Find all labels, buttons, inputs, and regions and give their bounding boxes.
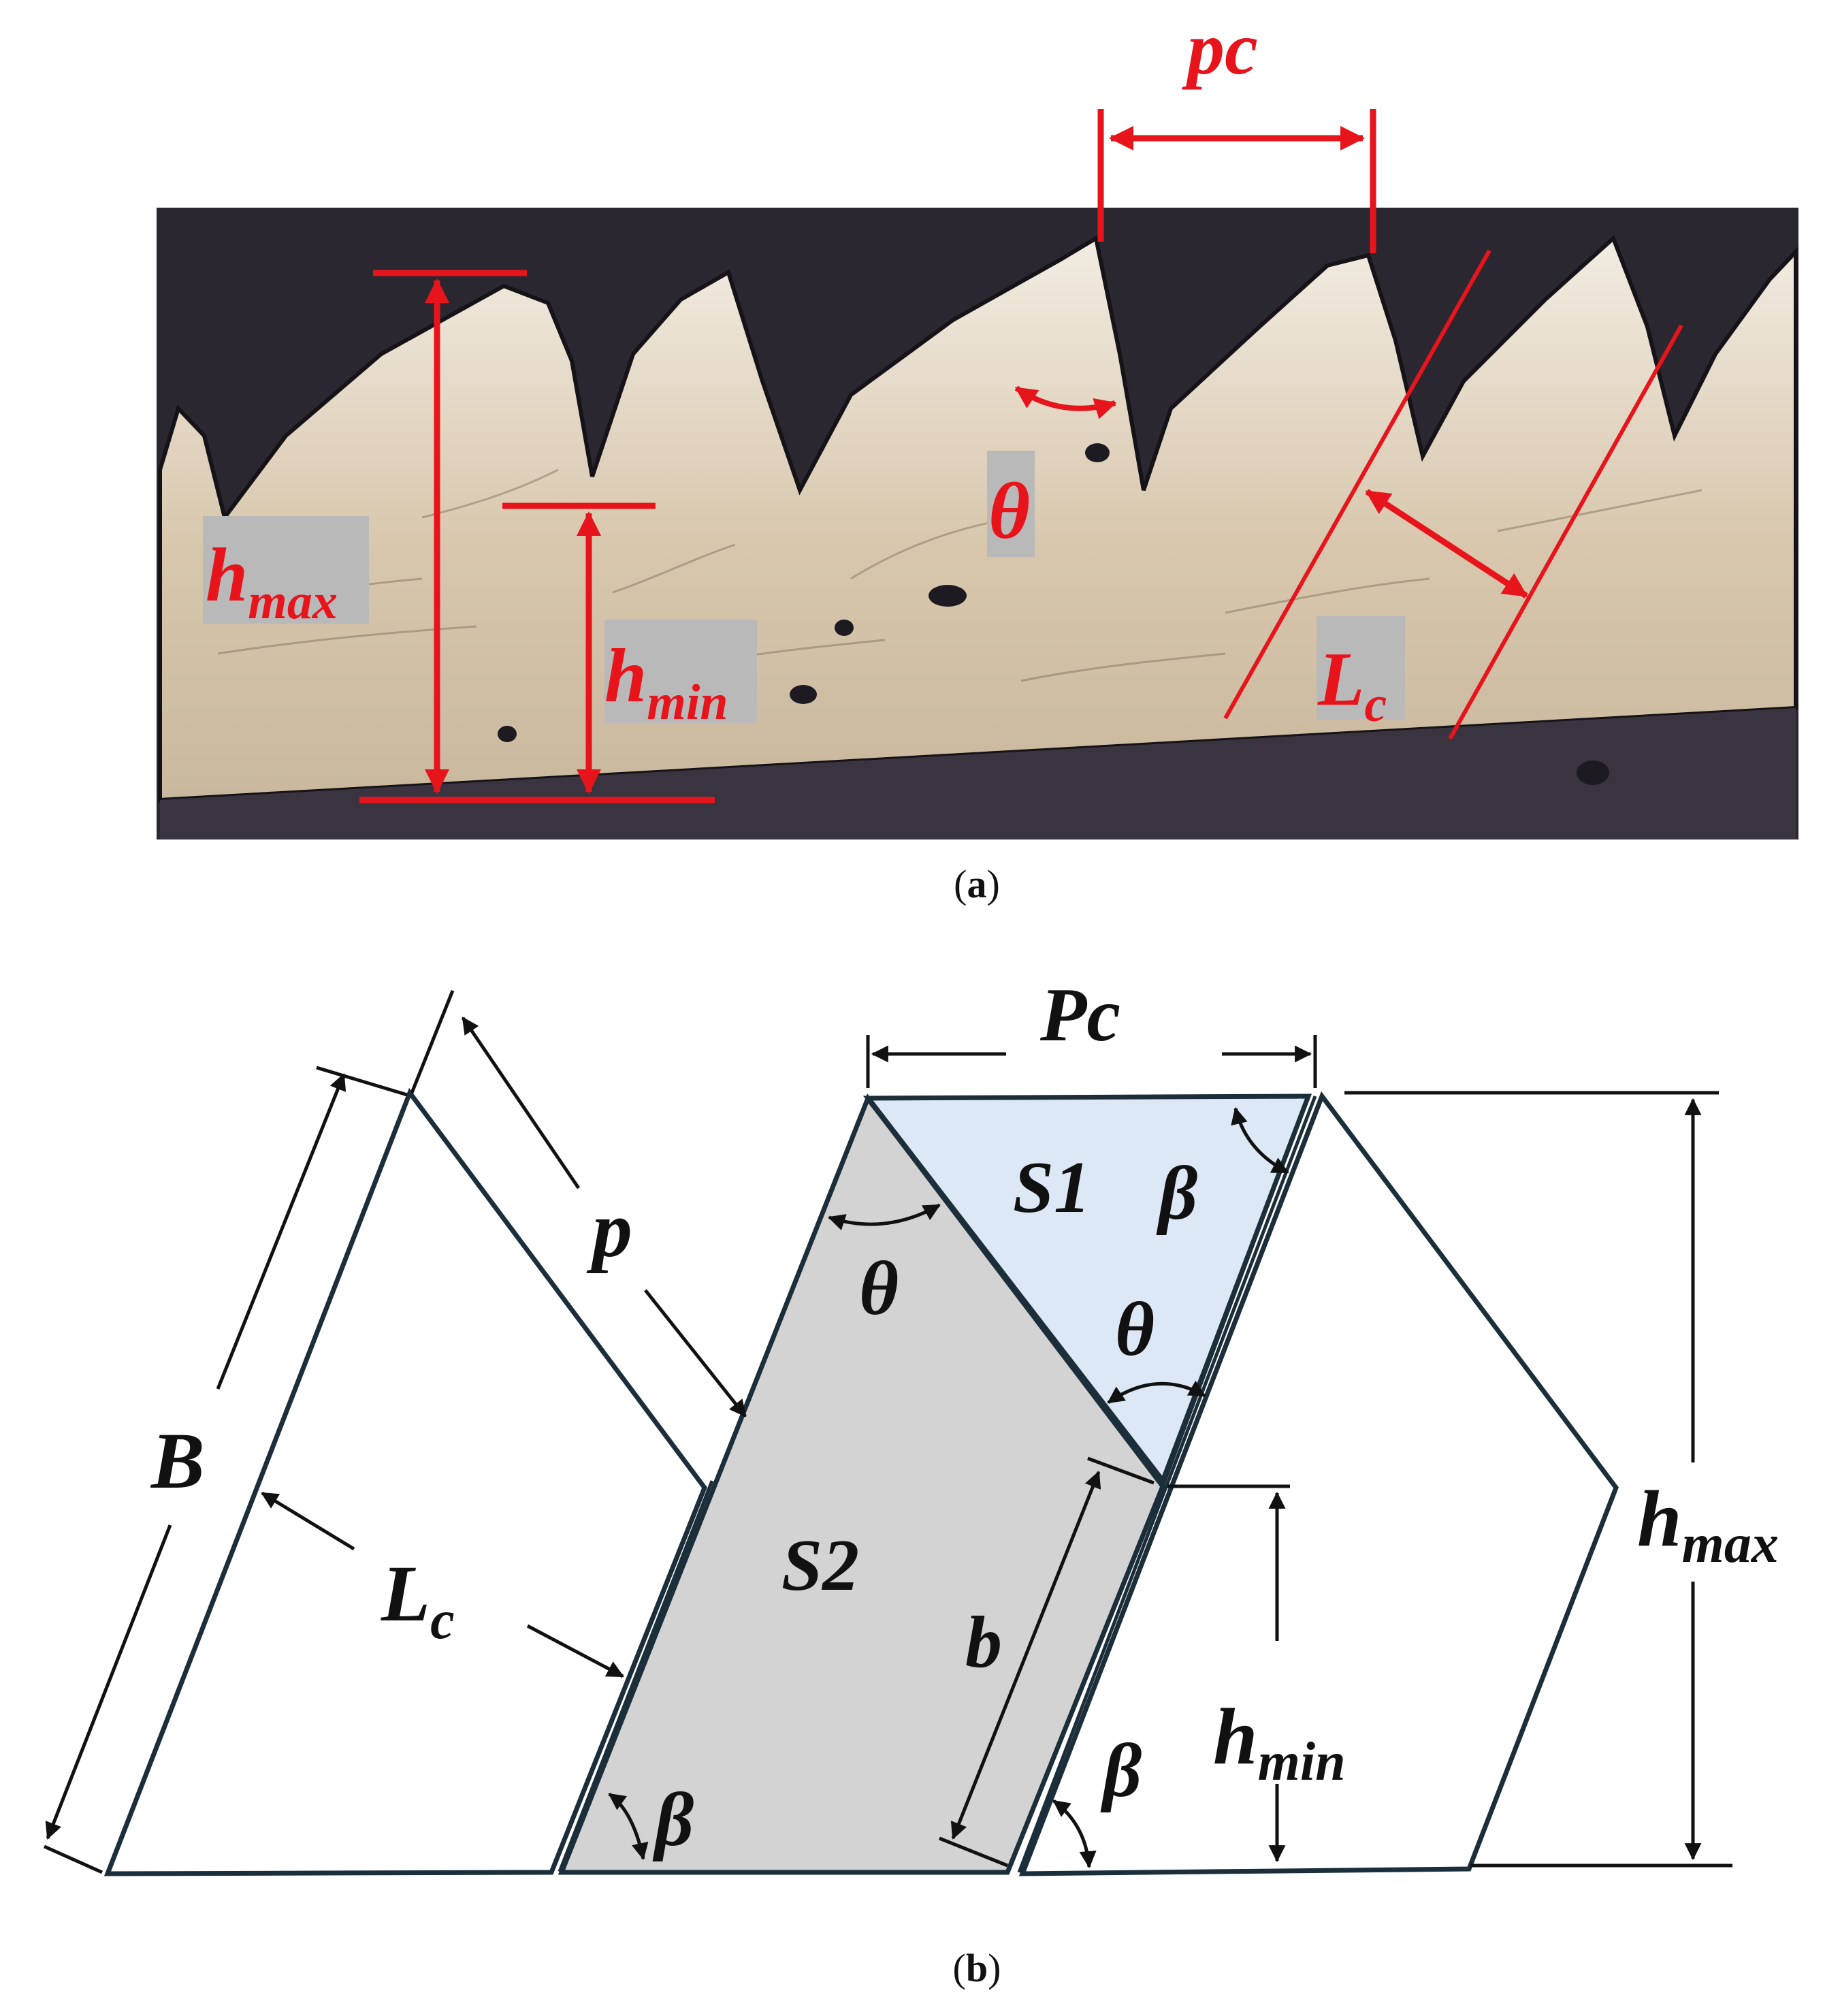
left-cell-edge-double — [558, 1480, 714, 1872]
panel-a: pc hmax hmin θ Lc — [157, 7, 1798, 906]
theta-label-a: θ — [988, 466, 1030, 556]
theta-arc-a — [1014, 385, 1117, 419]
h-max-label-bg — [1630, 1462, 1814, 1582]
b-label-bg — [961, 1603, 1013, 1679]
left-cell — [103, 1087, 707, 1876]
theta-label-box — [987, 451, 1035, 557]
theta-label-mid: θ — [1115, 1287, 1155, 1372]
micrograph-substrate — [160, 708, 1796, 839]
angle-arcs — [608, 1106, 1289, 1869]
beta-label-left: β — [652, 1778, 694, 1862]
b-label-lower: b — [965, 1602, 1002, 1683]
pc-dimension — [1097, 109, 1376, 253]
h-max-label: hmax — [206, 533, 338, 630]
right-cell — [1018, 1091, 1619, 1876]
beta-arc-right — [1052, 1799, 1097, 1869]
pc-label: pc — [1182, 7, 1258, 90]
p-label: p — [586, 1185, 632, 1274]
h-min-label-box — [604, 620, 757, 723]
beta-arc-left — [608, 1792, 649, 1861]
pc-dimension-b — [866, 1035, 1317, 1088]
theta-label-top: θ — [859, 1247, 899, 1331]
h-min-dimension — [502, 502, 656, 794]
h-max-dimension — [359, 270, 715, 803]
h-max-label-b: hmax — [1637, 1474, 1779, 1574]
h-min-label: hmin — [604, 634, 728, 731]
beta-label-top: β — [1156, 1151, 1197, 1236]
big-b-label: B — [150, 1416, 205, 1505]
lc-label-box — [1317, 616, 1405, 720]
micrograph-pores — [498, 443, 1609, 785]
p-dimension — [410, 990, 747, 1418]
lc-dimension-b — [261, 1491, 624, 1678]
beta-label-right: β — [1100, 1729, 1142, 1813]
theta-arc-top — [828, 1203, 941, 1231]
panel-b: Pc hmax hmin b — [43, 973, 1814, 1990]
lc-label-a: Lc — [1317, 637, 1387, 733]
s1-label: S1 — [1013, 1147, 1091, 1228]
h-max-label-box — [203, 516, 369, 624]
beta-arc-top — [1231, 1106, 1289, 1174]
caption-b: (b) — [953, 1946, 1001, 1990]
caption-a: (a) — [954, 862, 1000, 906]
pc-label-b: Pc — [1039, 973, 1120, 1057]
s1-s2-diagonal — [865, 1096, 1165, 1483]
theta-arc-mid — [1107, 1380, 1206, 1405]
big-b-dimension — [43, 1066, 408, 1874]
s2-label: S2 — [781, 1525, 859, 1606]
lc-dimension — [1223, 249, 1683, 740]
h-min-label-b: hmin — [1213, 1692, 1346, 1792]
b-dimension — [939, 1456, 1155, 1868]
h-min-dimension-b — [1167, 1484, 1290, 1863]
lc-label-b: Lc — [381, 1549, 455, 1650]
